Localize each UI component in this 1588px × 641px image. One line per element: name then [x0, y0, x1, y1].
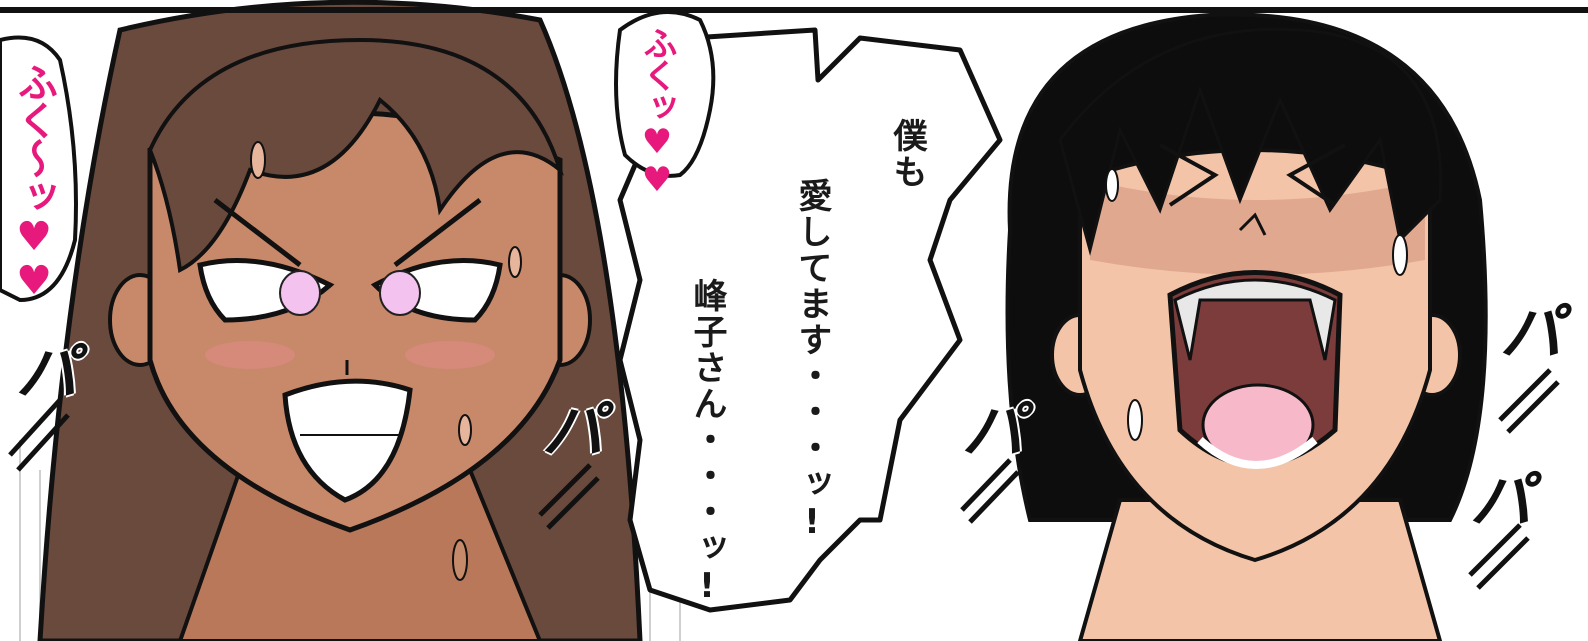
speech-line-2: 愛してます・・・ッ!: [792, 178, 832, 544]
sfx-pa-4: パ: [1500, 296, 1563, 369]
sfx-moan-top: ふくッ♥♥: [637, 26, 677, 198]
sfx-moan-left: ふく〜ッ♥♥: [11, 62, 57, 302]
sfx-pa-1: パ: [16, 336, 79, 409]
speech-bubble: [617, 27, 1003, 613]
speech-line-1: 僕も: [887, 118, 927, 190]
right-character: [1005, 12, 1488, 641]
sfx-pa-2: パ: [542, 394, 605, 467]
moan-bubble-left: [0, 35, 78, 303]
sfx-pa-3: パ: [962, 394, 1025, 467]
sfx-pa-5: パ: [1470, 464, 1533, 537]
left-character: [37, 0, 643, 641]
moan-bubble-top: [614, 10, 716, 178]
speech-line-3: 峰子さん・・・ッ!: [687, 278, 727, 608]
